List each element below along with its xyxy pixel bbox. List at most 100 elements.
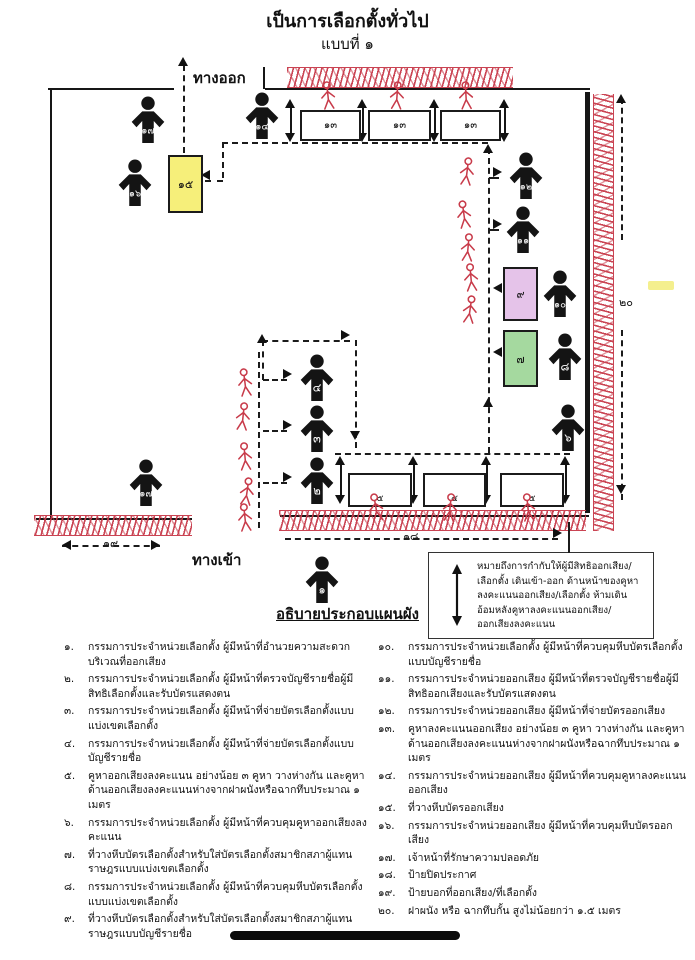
- legend-item-text: กรรมการประจำหน่วยเลือกตั้ง ผู้มีหน้าที่จ…: [88, 705, 354, 732]
- highlight-mark: [648, 281, 674, 290]
- legend-item-number: ๑๕.: [378, 801, 396, 814]
- svg-text:๑๗: ๑๗: [139, 488, 152, 499]
- officer-figure: ๑๔: [242, 92, 282, 140]
- arrowhead-icon: [616, 485, 626, 494]
- flow-dash-line: [335, 453, 570, 455]
- spacing-arrow-icon: [560, 456, 570, 465]
- voter-stick-figure-icon: [456, 155, 478, 189]
- legend-item-number: ๑๐.: [378, 641, 395, 653]
- officer-figure: ๑๒: [506, 152, 546, 200]
- legend-item-number: ๙.: [64, 913, 75, 926]
- legend-item-text: กรรมการประจำหน่วยออกเสียง ผู้มีหน้าที่จ่…: [408, 705, 666, 718]
- spacing-arrow-icon: [560, 495, 570, 504]
- spacing-arrow-line: [340, 462, 342, 498]
- arrowhead-icon: [493, 167, 502, 177]
- arrowhead-icon: [257, 334, 267, 343]
- entrance-label: ทางเข้า: [192, 551, 242, 569]
- officer-figure: ๑๐: [540, 270, 580, 318]
- legend-item-text: ป้ายปิดประกาศ: [408, 869, 477, 882]
- arrowhead-icon: [483, 398, 493, 407]
- arrowhead-icon: [201, 170, 210, 180]
- arrowhead-icon: [283, 472, 292, 482]
- svg-text:๑๒: ๑๒: [520, 181, 532, 192]
- legend-item-text: กรรมการประจำหน่วยเลือกตั้ง ผู้มีหน้าที่ค…: [88, 816, 367, 844]
- svg-text:๒: ๒: [313, 483, 321, 497]
- legend-item-number: ๓.: [64, 705, 75, 718]
- wall-line: [50, 88, 52, 520]
- note-connector-line: [568, 522, 570, 553]
- voter-stick-figure-icon: [458, 231, 479, 264]
- wall-line: [48, 88, 174, 90]
- redaction-bar: [230, 931, 460, 940]
- voter-stick-figure-icon: [236, 475, 258, 509]
- legend-item-text: กรรมการประจำหน่วยออกเสียง ผู้มีหน้าที่คว…: [408, 769, 686, 797]
- legend-item-number: ๑๗.: [378, 851, 396, 864]
- legend-item: ๒๐.ฝาผนัง หรือ ฉากทึบกั้น สูงไม่น้อยกว่า…: [378, 904, 690, 919]
- officer-figure: ๑๖: [115, 159, 155, 207]
- legend-item-text: ที่วางหีบบัตรออกเสียง: [408, 801, 504, 814]
- officer-figure: ๓: [297, 405, 337, 453]
- legend-item-text: ที่วางหีบบัตรเลือกตั้งสำหรับใส่บัตรเลือก…: [88, 913, 353, 940]
- officer-figure: ๑๗: [128, 96, 168, 144]
- legend-item-number: ๕.: [64, 769, 76, 782]
- legend-column-left: ๑.กรรมการประจำหน่วยเลือกตั้ง ผู้มีหน้าที…: [64, 640, 372, 944]
- arrowhead-icon: [553, 528, 562, 538]
- svg-text:๑๔: ๑๔: [255, 121, 268, 132]
- legend-item-number: ๔.: [64, 737, 76, 750]
- arrowhead-icon: [616, 94, 626, 103]
- flow-dash-line: [621, 330, 623, 500]
- officer-figure: ๔: [297, 354, 337, 402]
- wall-scribble: [34, 515, 192, 536]
- svg-text:๓: ๓: [313, 431, 321, 445]
- svg-text:๖: ๖: [564, 430, 571, 444]
- spacing-arrow-icon: [335, 456, 345, 465]
- flow-dash-line: [222, 142, 488, 144]
- legend-item: ๑๔.กรรมการประจำหน่วยออกเสียง ผู้มีหน้าที…: [378, 769, 690, 798]
- voting-booth-referendum: ๑๓: [300, 110, 361, 141]
- voter-stick-figure-icon: [459, 293, 481, 327]
- voter-stick-figure-icon: [317, 79, 338, 113]
- arrowhead-icon: [493, 219, 502, 229]
- flow-dash-line: [489, 177, 499, 179]
- svg-text:๑๑: ๑๑: [517, 235, 529, 246]
- legend-item-text: คูหาลงคะแนนออกเสียง อย่างน้อย ๓ คูหา วาง…: [408, 722, 685, 765]
- wall-scribble: [279, 510, 586, 531]
- ballot-box-place: ๙: [503, 267, 538, 321]
- flow-dash-line: [205, 180, 223, 182]
- voting-booth-election: ๕: [500, 473, 564, 507]
- flow-dash-line: [263, 379, 287, 381]
- legend-item: ๑๑.กรรมการประจำหน่วยออกเสียง ผู้มีหน้าที…: [378, 672, 690, 701]
- flow-dash-line: [262, 340, 350, 342]
- voter-stick-figure-icon: [234, 501, 255, 535]
- officer-figure: ๒: [297, 457, 337, 505]
- spacing-arrow-icon: [408, 456, 418, 465]
- legend-item: ๕. คูหาออกเสียงลงคะแนน อย่างน้อย ๓ คูหา ว…: [64, 769, 372, 813]
- flow-dash-line: [263, 482, 287, 484]
- spacing-arrow-icon: [335, 495, 345, 504]
- svg-text:๑๖: ๑๖: [129, 188, 141, 199]
- wall-line: [263, 67, 265, 89]
- polling-station-floor-plan: ทางออก ทางเข้า ๒๐ ๑๙ ๑๘ หมายถึงการกำกับใ…: [34, 57, 674, 639]
- svg-text:๑: ๑: [318, 582, 325, 596]
- voter-stick-figure-icon: [439, 491, 460, 525]
- voter-stick-figure-icon: [517, 491, 538, 525]
- legend-item-text: กรรมการประจำหน่วยเลือกตั้ง ผู้มีหน้าที่ค…: [88, 880, 363, 908]
- officer-figure: ๑๗: [126, 459, 166, 507]
- legend-item-number: ๖.: [64, 816, 74, 829]
- voting-booth-election: ๕: [348, 473, 412, 507]
- legend-item-text: กรรมการประจำหน่วยเลือกตั้ง ผู้มีหน้าที่ค…: [408, 641, 683, 668]
- legend-item-text: คูหาออกเสียงลงคะแนน อย่างน้อย ๓ คูหา วาง…: [88, 769, 365, 811]
- legend-item: ๓. กรรมการประจำหน่วยเลือกตั้ง ผู้มีหน้าที…: [64, 704, 372, 733]
- spacing-arrow-line: [504, 105, 506, 136]
- legend-item-number: ๘.: [64, 880, 76, 893]
- dim-arrow-icon: [151, 540, 160, 550]
- voting-booth-referendum: ๑๓: [368, 110, 431, 141]
- spacing-arrow-line: [362, 105, 364, 136]
- legend-item-number: ๑๒.: [378, 705, 395, 718]
- legend-item: ๑๒. กรรมการประจำหน่วยออกเสียง ผู้มีหน้าที…: [378, 704, 690, 719]
- spacing-arrow-line: [434, 105, 436, 136]
- entrance-dimension-label: ๑๙: [100, 537, 122, 550]
- legend-item-text: กรรมการประจำหน่วยเลือกตั้ง ผู้มีหน้าที่จ…: [88, 737, 354, 765]
- flow-dash-line: [263, 430, 287, 432]
- legend-item-text: กรรมการประจำหน่วยออกเสียง ผู้มีหน้าที่ตร…: [408, 673, 679, 700]
